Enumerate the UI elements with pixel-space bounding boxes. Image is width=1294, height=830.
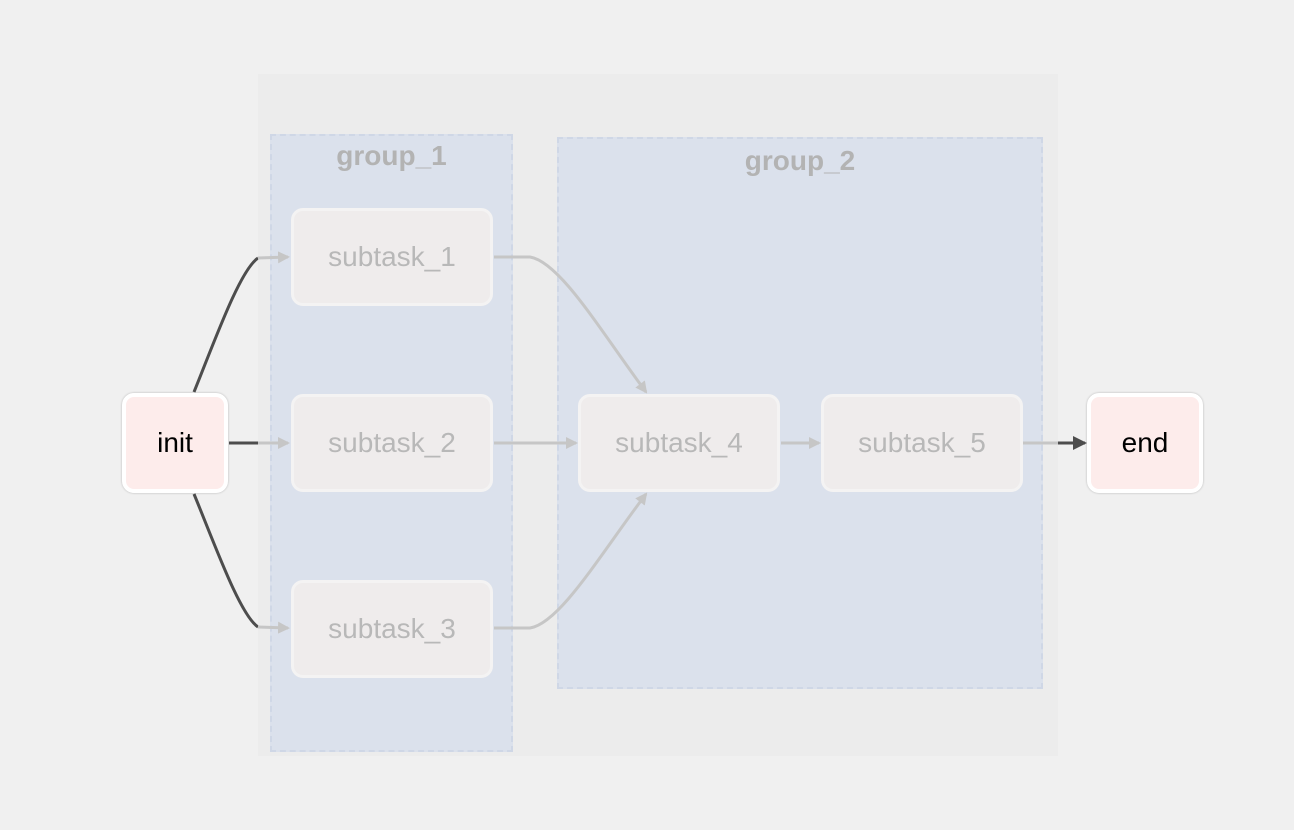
- node-subtask-4[interactable]: subtask_4: [578, 394, 780, 492]
- node-end[interactable]: end: [1087, 393, 1203, 493]
- node-init[interactable]: init: [122, 393, 228, 493]
- group-2-label: group_2: [744, 145, 856, 176]
- node-subtask-3[interactable]: subtask_3: [291, 580, 493, 678]
- node-subtask-5[interactable]: subtask_5: [821, 394, 1023, 492]
- edge-init-subtask-1: [192, 256, 259, 393]
- node-subtask-1[interactable]: subtask_1: [291, 208, 493, 306]
- group-1-label: group_1: [336, 140, 447, 171]
- edge-init-subtask-3: [192, 493, 259, 629]
- node-subtask-2[interactable]: subtask_2: [291, 394, 493, 492]
